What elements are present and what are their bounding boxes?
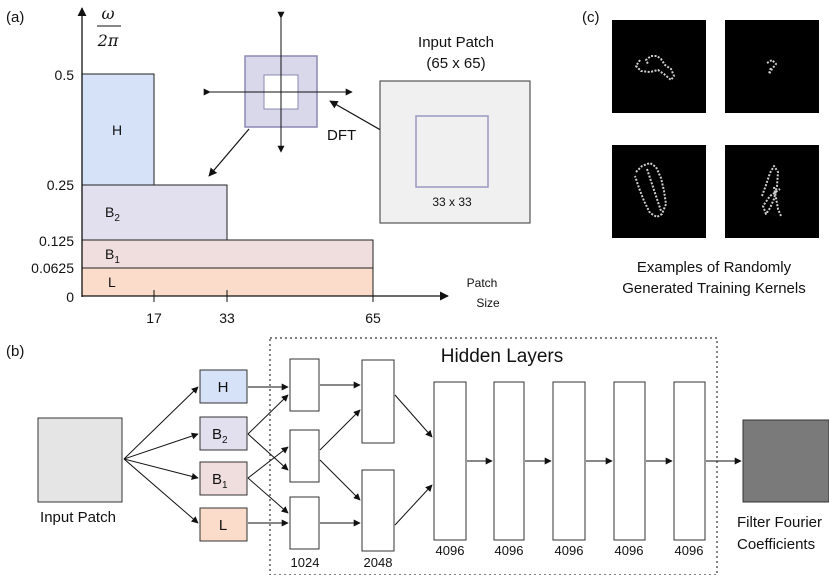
arrow-input-to-h (123, 386, 199, 460)
arrow-input-to-b2 (123, 432, 199, 460)
y-tick-0-25: 0.25 (47, 177, 74, 193)
panel-a: (a) ω 2π H B2 B1 L 0.5 0.25 0.125 0.0625… (6, 4, 531, 326)
band-box-h (199, 369, 248, 404)
layer3-block (433, 381, 467, 541)
band-b1-region (81, 239, 374, 269)
layer6-size: 4096 (615, 543, 644, 558)
inner-patch-square (415, 115, 489, 188)
panel-c: (c) Examples of Randomly Generated Train… (582, 9, 819, 297)
kernel-image-3 (612, 145, 706, 238)
kernels-caption-line1: Examples of Randomly (637, 259, 792, 276)
band-box-l (199, 507, 248, 542)
output-block (742, 419, 829, 503)
layer5-size: 4096 (555, 543, 584, 558)
panel-a-label: (a) (6, 9, 24, 26)
y-axis-numerator: ω (101, 4, 114, 23)
hidden-layers-title: Hidden Layers (441, 346, 564, 367)
arrow-b1-to-l1mid (247, 446, 289, 479)
y-tick-0: 0 (66, 289, 74, 305)
layer1-size: 1024 (291, 555, 320, 570)
band-b2-region (81, 184, 228, 241)
input-patch-title-line2: (65 x 65) (426, 55, 485, 72)
layer7-block (673, 381, 706, 541)
kernels-caption-line2: Generated Training Kernels (622, 280, 805, 297)
band-b2-label: B2 (105, 204, 120, 224)
arrow-b2-to-l1top (247, 394, 289, 435)
hidden-layers-region (269, 337, 718, 575)
arrow-to-b2-band (208, 128, 250, 177)
x-axis-label-line1: Patch (467, 276, 498, 290)
arrow-b2-to-l1mid (247, 433, 289, 471)
layer5-block (552, 381, 586, 541)
layer2-block-bottom (361, 469, 395, 552)
arrow-l1mid-to-l2top (319, 409, 361, 451)
arrow-l2bottom-to-l3 (394, 484, 433, 526)
kernel-image-2 (725, 20, 819, 113)
kernel-stroke-1 (635, 55, 675, 81)
layer3-size: 4096 (436, 543, 465, 558)
output-label-line2: Coefficients (737, 536, 815, 553)
layer7-size: 4096 (675, 543, 704, 558)
layer4-block (493, 381, 525, 541)
y-axis-denominator: 2π (97, 31, 119, 50)
arrow-l1mid-to-l2bottom (319, 459, 361, 501)
layer1-block-bottom (289, 496, 320, 550)
band-h-label: H (112, 122, 122, 138)
input-patch-title-line1: Input Patch (418, 34, 494, 51)
output-label-line1: Filter Fourier (737, 514, 822, 531)
band-box-b2 (199, 416, 248, 451)
x-tick-17: 17 (146, 310, 162, 326)
layer2-block-top (361, 359, 395, 444)
kernel-stroke-3 (634, 162, 667, 218)
panel-c-label: (c) (582, 9, 600, 26)
arrow-b1-to-l1bottom (247, 477, 289, 514)
band-box-b1-label: B1 (212, 471, 228, 491)
arrow-l2top-to-l3 (394, 394, 433, 438)
inner-size-label: 33 x 33 (432, 195, 472, 209)
kernel-image-1 (612, 20, 706, 113)
kernel-stroke-2 (766, 59, 777, 75)
layer6-block (613, 381, 646, 541)
y-tick-0-5: 0.5 (55, 67, 75, 83)
x-tick-33: 33 (219, 310, 235, 326)
panel-b-label: (b) (6, 343, 24, 360)
band-b1-label: B1 (105, 246, 120, 266)
x-axis-label-line2: Size (476, 296, 500, 310)
band-l-label: L (108, 274, 116, 290)
layer1-block-mid (289, 429, 320, 483)
input-patch-label: Input Patch (40, 509, 116, 526)
band-box-h-label: H (218, 379, 229, 396)
y-tick-0-125: 0.125 (39, 233, 74, 249)
input-patch-block (37, 417, 123, 503)
layer2-size: 2048 (364, 555, 393, 570)
y-tick-0-0625: 0.0625 (31, 260, 74, 276)
layer4-size: 4096 (495, 543, 524, 558)
arrow-input-to-b1 (123, 458, 199, 480)
dft-label: DFT (327, 127, 356, 144)
panel-b: (b) Hidden Layers Input Patch H B2 B1 L (6, 337, 829, 575)
band-box-b2-label: B2 (212, 426, 228, 446)
layer1-block-top (289, 358, 320, 412)
kernel-stroke-4 (761, 165, 782, 217)
band-box-b1 (199, 461, 248, 496)
band-box-l-label: L (219, 517, 227, 534)
kernel-image-4 (725, 145, 819, 238)
x-tick-65: 65 (365, 310, 381, 326)
arrow-input-to-l (123, 458, 199, 524)
